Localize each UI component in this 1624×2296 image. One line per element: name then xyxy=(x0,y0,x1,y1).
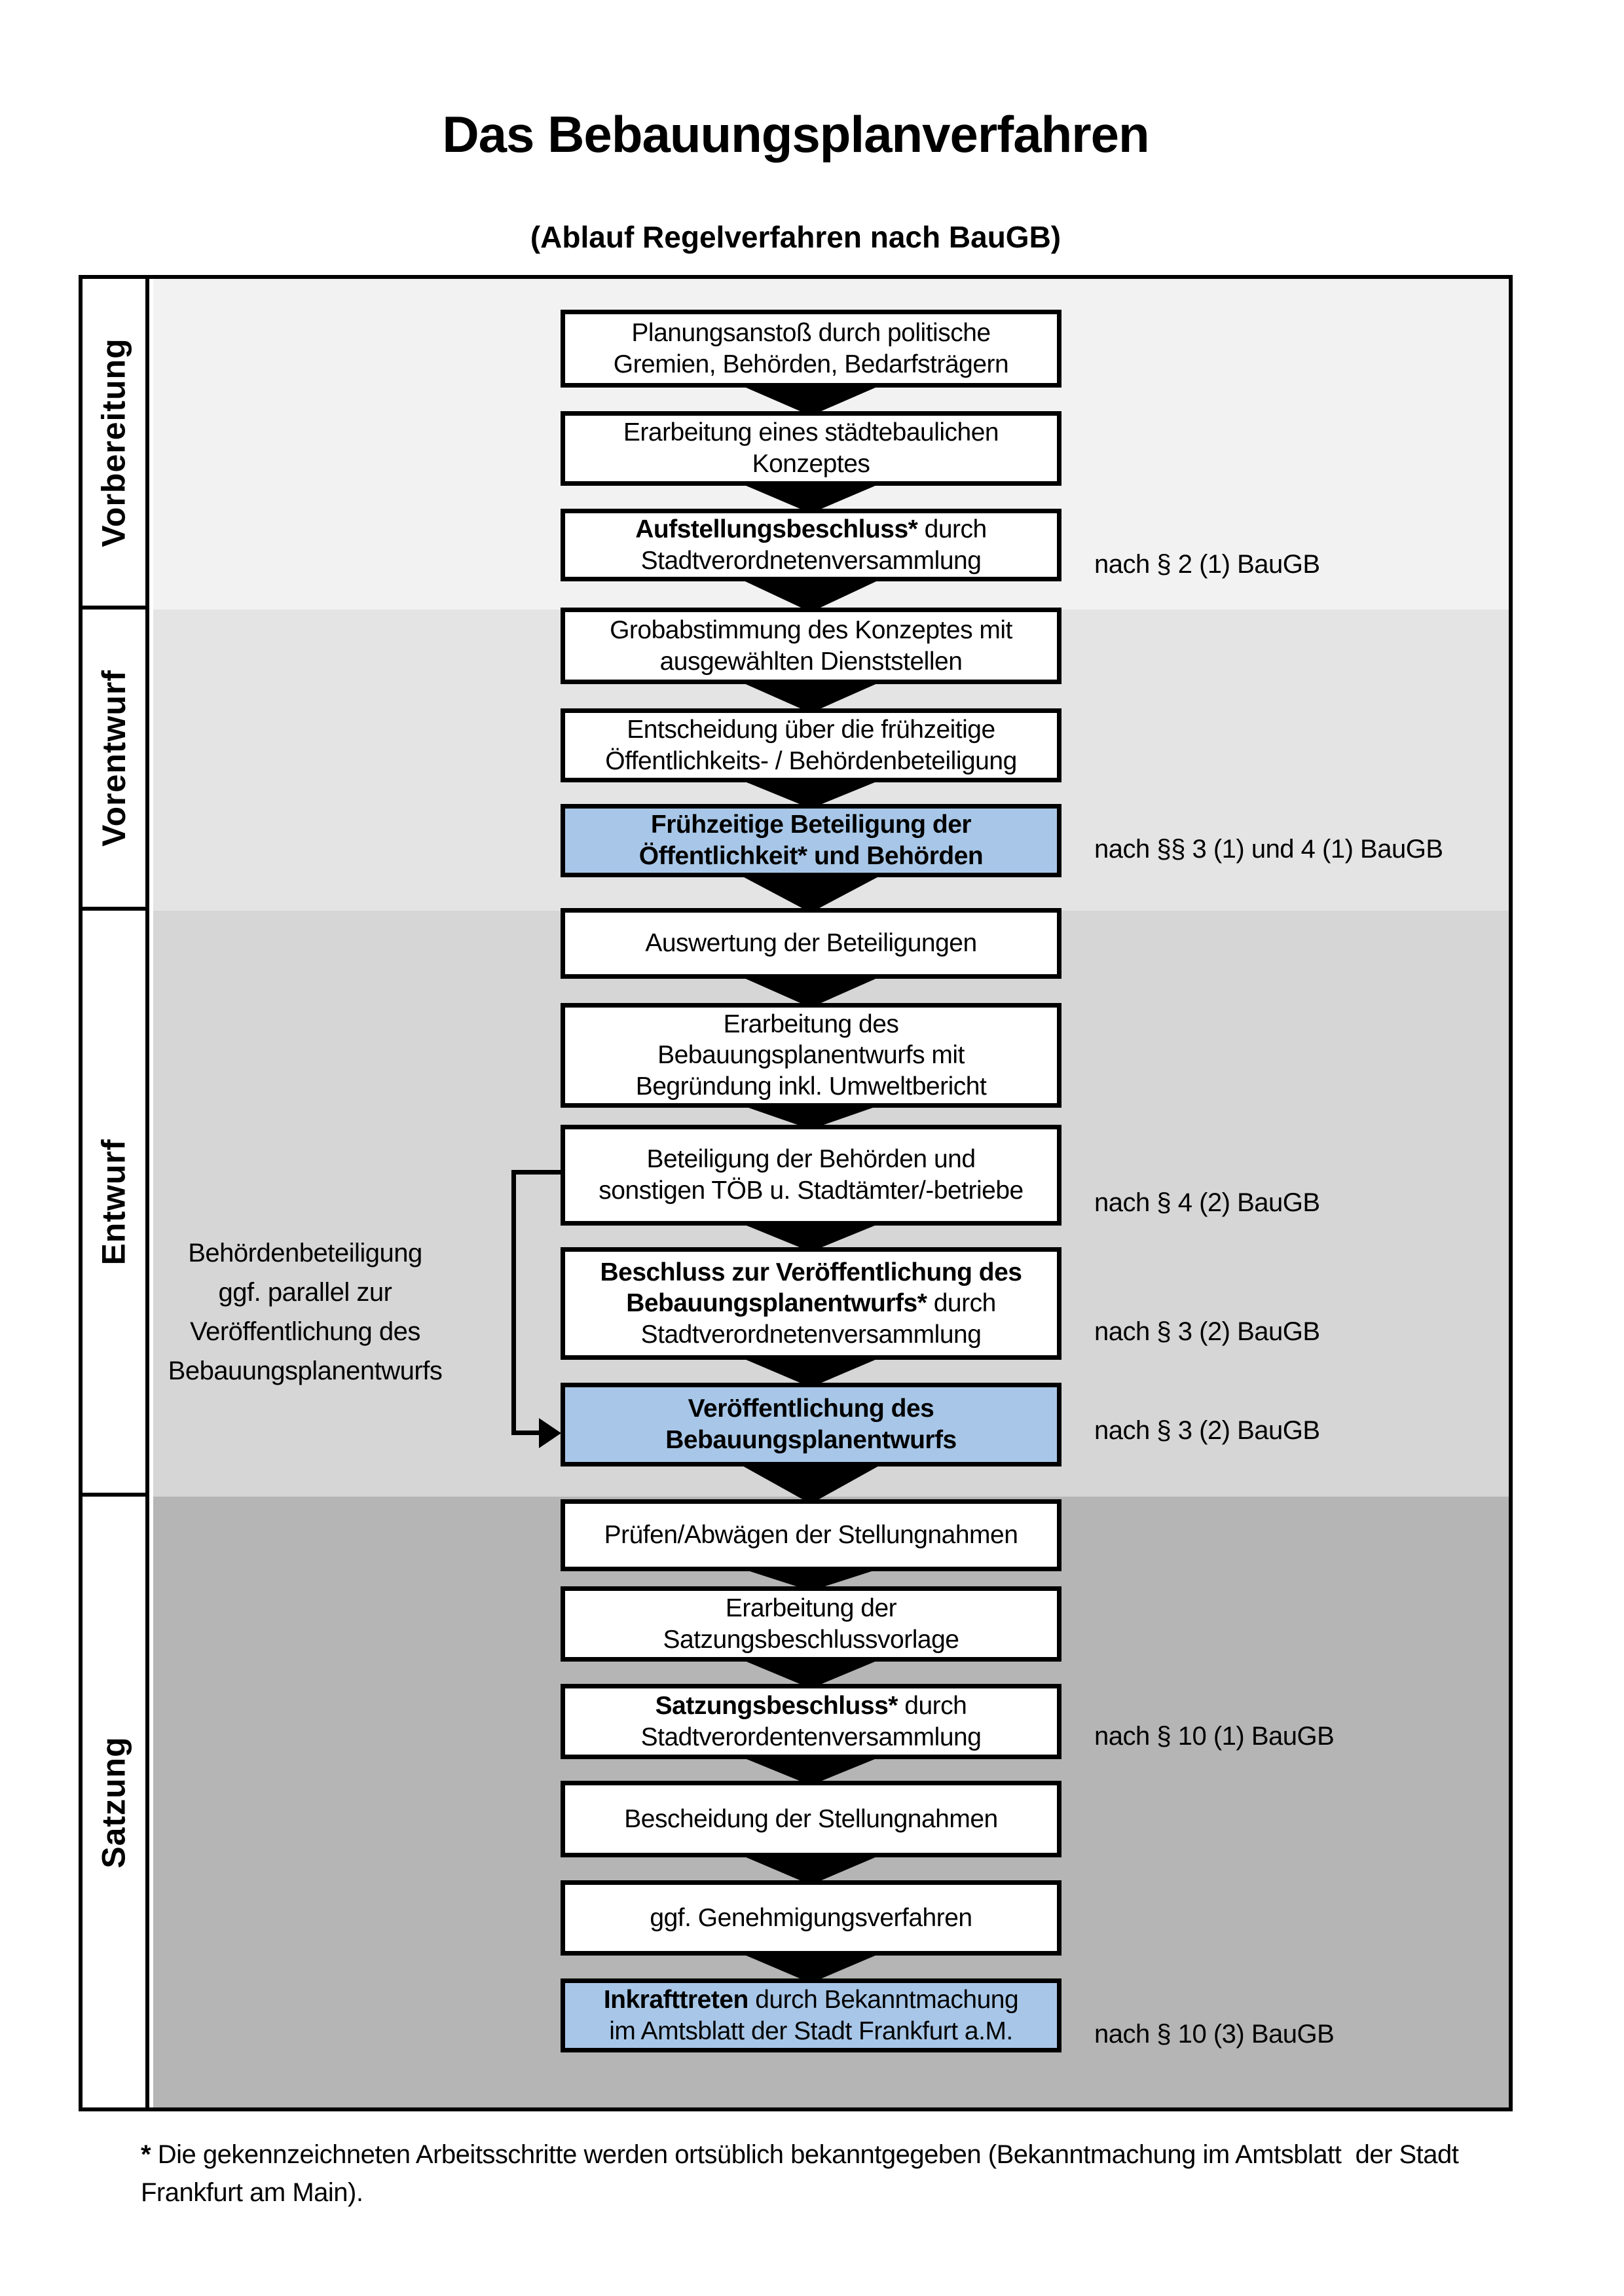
flow-arrow-down-icon xyxy=(735,1755,886,1785)
step-text-line: Auswertung der Beteiligungen xyxy=(645,929,977,958)
step-text-line: Stadtverordentenversammlung xyxy=(640,1722,982,1751)
step-auswertung-beteiligungen: Auswertung der Beteiligungen xyxy=(561,908,1061,979)
side-note-line: Veröffentlichung des xyxy=(190,1317,420,1346)
step-grobabstimmung: Grobabstimmung des Konzeptes mit ausgewäh… xyxy=(561,608,1061,684)
step-text-line: ausgewählten Dienststellen xyxy=(659,647,963,676)
step-text-line: Beschluss zur Veröffentlichung des xyxy=(600,1258,1022,1286)
step-text-line: Öffentlichkeit* und Behörden xyxy=(638,842,984,870)
phase-cell-satzung: Satzung xyxy=(83,1497,149,2107)
step-text-line: Prüfen/Abwägen der Stellungnahmen xyxy=(604,1521,1018,1550)
connector-vertical xyxy=(511,1170,516,1435)
step-text-line: Erarbeitung eines städtebaulichen xyxy=(623,418,999,447)
law-reference: nach § 10 (1) BauGB xyxy=(1094,1722,1335,1751)
step-text-line: Stadtverordnetenversammlung xyxy=(640,546,982,575)
flow-arrow-down-icon xyxy=(735,873,886,913)
step-text-line: Bescheidung der Stellungnahmen xyxy=(624,1804,998,1833)
page-title: Das Bebauungsplanverfahren xyxy=(442,105,1149,163)
step-text-line: Stadtverordnetenversammlung xyxy=(640,1320,982,1349)
phase-label-satzung: Satzung xyxy=(96,1736,132,1868)
footnote-line1: Die gekennzeichneten Arbeitsschritte wer… xyxy=(157,2140,1459,2169)
phase-label-vorbereitung: Vorbereitung xyxy=(96,337,133,547)
flow-arrow-down-icon xyxy=(735,1951,886,1983)
step-text-line: Gremien, Behörden, Bedarfsträgern xyxy=(613,350,1009,378)
step-text-line: Bebauungsplanentwurfs* durch xyxy=(626,1289,996,1318)
flow-arrow-down-icon xyxy=(735,383,886,416)
law-reference: nach §§ 3 (1) und 4 (1) BauGB xyxy=(1094,835,1443,864)
step-text-line: Öffentlichkeits- / Behördenbeteiligung xyxy=(605,746,1017,775)
step-text-line: Satzungsbeschlussvorlage xyxy=(663,1625,959,1654)
step-text-line: Erarbeitung der xyxy=(725,1594,897,1622)
step-text-line: Bebauungsplanentwurfs xyxy=(665,1426,957,1454)
step-bescheidung-stellungnahmen: Bescheidung der Stellungnahmen xyxy=(561,1781,1061,1857)
footnote: * Die gekennzeichneten Arbeitsschritte w… xyxy=(141,2136,1542,2212)
step-text-line: Frühzeitige Beteiligung der xyxy=(650,811,972,839)
law-reference: nach § 2 (1) BauGB xyxy=(1094,550,1320,579)
step-text-line: Planungsanstoß durch politische xyxy=(631,318,991,347)
flow-arrow-down-icon xyxy=(735,778,886,809)
step-genehmigungsverfahren: ggf. Genehmigungsverfahren xyxy=(561,1880,1061,1956)
step-text-line: Aufstellungsbeschluss* durch xyxy=(635,515,987,543)
footnote-asterisk: * xyxy=(141,2140,158,2169)
phase-cell-vorentwurf: Vorentwurf xyxy=(83,610,149,911)
flow-arrow-down-icon xyxy=(735,577,886,612)
flow-arrow-down-icon xyxy=(735,1355,886,1387)
phase-label-vorentwurf: Vorentwurf xyxy=(96,669,132,847)
side-note-line: ggf. parallel zur xyxy=(218,1278,392,1307)
step-text-line: Entscheidung über die frühzeitige xyxy=(627,715,995,744)
connector-horizontal-bottom xyxy=(511,1430,543,1435)
step-text-line: Satzungsbeschluss* durch xyxy=(655,1691,967,1720)
side-note-line: Bebauungsplanentwurfs xyxy=(168,1357,443,1385)
step-text-line: Veröffentlichung des xyxy=(688,1394,934,1423)
flow-arrow-down-icon xyxy=(735,974,886,1008)
side-note-line: Behördenbeteiligung xyxy=(188,1239,422,1267)
step-text-line: Konzeptes xyxy=(752,450,870,478)
flow-arrow-down-icon xyxy=(735,1657,886,1688)
step-text-line: Grobabstimmung des Konzeptes mit xyxy=(610,615,1012,644)
flow-arrow-down-icon xyxy=(735,481,886,513)
step-text-line: Beteiligung der Behörden und xyxy=(646,1145,976,1174)
flow-arrow-down-icon xyxy=(735,1221,886,1252)
step-text-line: sonstigen TÖB u. Stadtämter/-betriebe xyxy=(599,1176,1024,1205)
flow-arrow-down-icon xyxy=(735,1462,886,1504)
law-reference: nach § 4 (2) BauGB xyxy=(1094,1188,1320,1217)
step-pruefen-abwaegen: Prüfen/Abwägen der Stellungnahmen xyxy=(561,1499,1061,1571)
step-text-line: im Amtsblatt der Stadt Frankfurt a.M. xyxy=(609,2016,1013,2045)
step-text-line: ggf. Genehmigungsverfahren xyxy=(650,1903,972,1932)
connector-arrowhead-icon xyxy=(539,1418,561,1448)
law-reference: nach § 3 (2) BauGB xyxy=(1094,1416,1320,1445)
step-text-line: Bebauungsplanentwurfs mit xyxy=(657,1041,965,1070)
step-text-line: Inkrafttreten durch Bekanntmachung xyxy=(603,1985,1019,2014)
phase-label-entwurf: Entwurf xyxy=(96,1138,132,1266)
footnote-line2: Frankfurt am Main). xyxy=(141,2178,363,2207)
flow-arrow-down-icon xyxy=(735,1853,886,1885)
step-text-line: Erarbeitung des xyxy=(723,1010,899,1038)
law-reference: nach § 3 (2) BauGB xyxy=(1094,1317,1320,1346)
phase-cell-vorbereitung: Vorbereitung xyxy=(83,279,149,610)
page-subtitle: (Ablauf Regelverfahren nach BauGB) xyxy=(530,220,1061,254)
law-reference: nach § 10 (3) BauGB xyxy=(1094,2020,1335,2049)
phase-cell-entwurf: Entwurf xyxy=(83,911,149,1497)
step-text-line: Begründung inkl. Umweltbericht xyxy=(635,1072,987,1101)
connector-horizontal-top xyxy=(511,1170,561,1175)
flow-arrow-down-icon xyxy=(735,680,886,713)
